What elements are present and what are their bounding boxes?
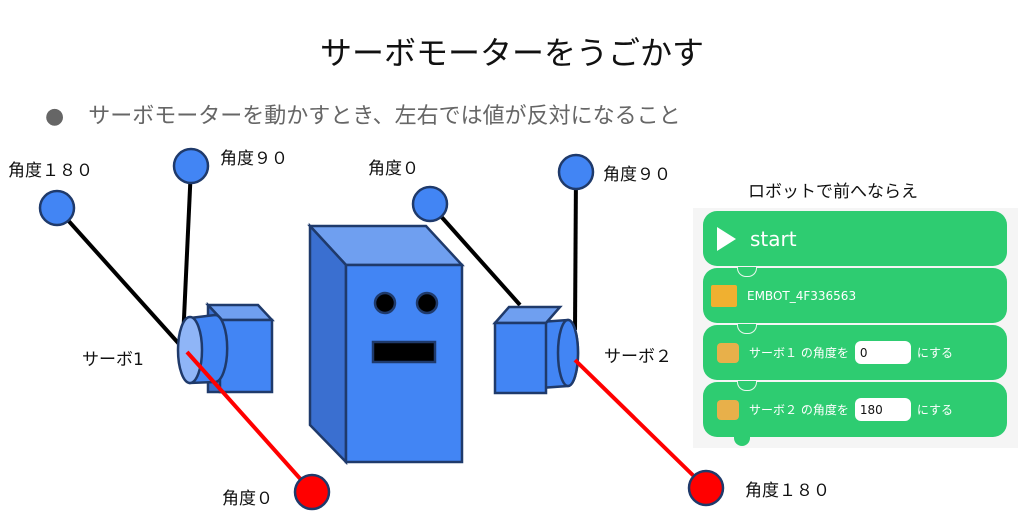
panel-caption: ロボットで前へならえ	[748, 182, 918, 202]
label-right-servo: サーボ２	[604, 347, 672, 367]
right-servo-horn	[556, 318, 580, 388]
device-name: EMBOT_4F336563	[747, 288, 857, 303]
block-tail	[734, 432, 750, 446]
label-right-90: 角度９０	[603, 165, 671, 185]
servo1-angle-input[interactable]: 0	[854, 341, 911, 364]
servo2-suffix: にする	[916, 403, 953, 417]
device-block[interactable]: EMBOT_4F336563	[703, 267, 1007, 323]
right-arm-90	[573, 171, 578, 331]
left-servo-horn	[176, 315, 204, 385]
label-left-180: 角度１８０	[8, 161, 93, 181]
left-arm-180	[55, 206, 182, 347]
right-knob-180	[687, 469, 725, 507]
slide-title: サーボモーターをうごかす	[319, 34, 704, 72]
right-servo-body	[493, 321, 548, 395]
label-left-0: 角度０	[222, 489, 273, 509]
start-block[interactable]: start	[703, 211, 1007, 266]
start-label: start	[750, 226, 797, 251]
embot-bear-icon	[717, 342, 739, 363]
right-knob-90	[557, 153, 595, 191]
robot-eye-right	[415, 291, 439, 315]
play-icon	[717, 226, 736, 251]
label-right-0: 角度０	[368, 159, 419, 179]
left-arm-90	[181, 166, 193, 341]
servo1-block[interactable]: サーボ１ の角度を 0 にする	[703, 324, 1007, 380]
label-left-90: 角度９０	[220, 149, 288, 169]
label-right-180: 角度１８０	[745, 481, 830, 501]
embot-bear-icon	[717, 399, 739, 420]
bullet-point: ● サーボモーターを動かすとき、左右では値が反対になること	[45, 98, 681, 130]
left-arm-0	[185, 350, 314, 494]
servo1-suffix: にする	[916, 346, 953, 360]
robot-mouth	[371, 340, 437, 364]
robot-side	[308, 222, 348, 466]
right-arm-0	[428, 202, 522, 307]
right-knob-0	[411, 185, 449, 223]
right-arm-180	[573, 358, 708, 490]
embot-board-icon	[711, 284, 737, 307]
servo2-prefix: サーボ２ の角度を	[749, 403, 849, 417]
servo2-angle-input[interactable]: 180	[854, 398, 911, 421]
left-knob-90	[172, 147, 210, 185]
servo2-block[interactable]: サーボ２ の角度を 180 にする	[703, 381, 1007, 437]
bullet-marker: ●	[45, 104, 65, 129]
left-knob-180	[38, 189, 76, 227]
robot-eye-left	[373, 291, 397, 315]
robot-front	[344, 263, 464, 464]
left-knob-0	[293, 473, 331, 511]
bullet-text: サーボモーターを動かすとき、左右では値が反対になること	[88, 104, 681, 129]
label-left-servo: サーボ1	[82, 350, 144, 370]
servo1-prefix: サーボ１ の角度を	[749, 346, 849, 360]
block-program: start EMBOT_4F336563 サーボ１ の角度を 0 にする サーボ…	[693, 208, 1018, 448]
